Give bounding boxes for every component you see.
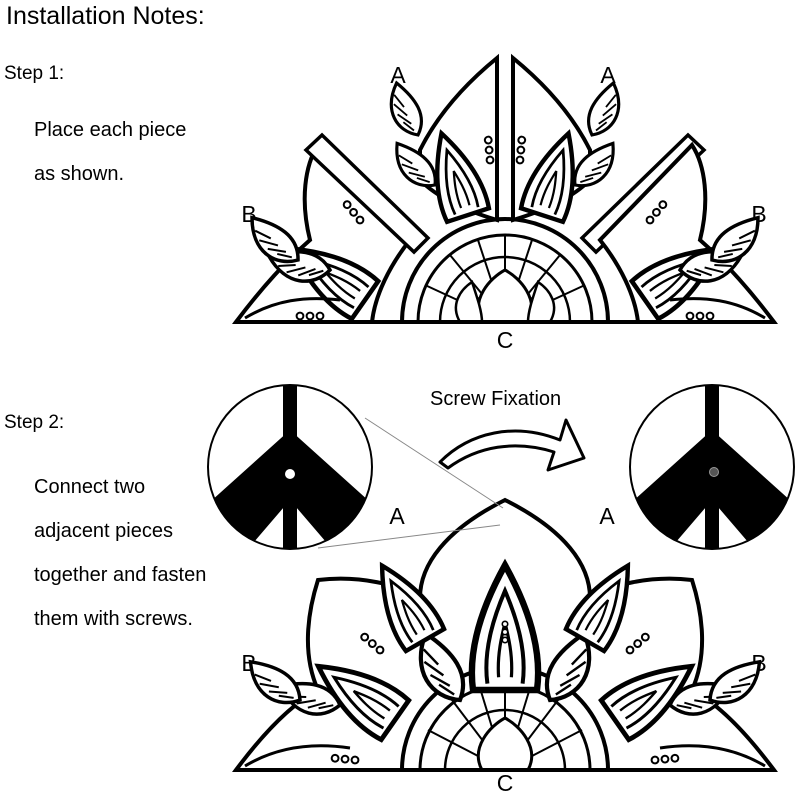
mandala-step2 [232, 497, 778, 772]
label-piece-a-left-step1: A [390, 62, 406, 88]
piece-a-left-step1 [383, 53, 499, 222]
label-piece-c-step2: C [496, 770, 514, 796]
page-title: Installation Notes: [6, 2, 205, 30]
zoom-before-screw [207, 384, 373, 550]
step2-line: Connect two [34, 476, 146, 498]
label-piece-a-right-step2: A [599, 503, 615, 529]
screw-hole-icon [285, 469, 295, 479]
step1-line: Place each piece [34, 119, 187, 141]
piece-a-right-step1 [511, 53, 627, 222]
step2-line: adjacent pieces [34, 520, 173, 542]
screw-fixation-label: Screw Fixation [430, 388, 562, 410]
label-piece-c-step1: C [496, 327, 514, 353]
curved-arrow-icon [438, 418, 586, 472]
step1-heading: Step 1: [4, 63, 65, 84]
step2-description: Connect two adjacent pieces together and… [34, 465, 206, 641]
screw-icon [709, 467, 719, 477]
zoom-after-screw [629, 384, 795, 550]
piece-b-right-step1 [597, 141, 779, 324]
step1-description: Place each piece as shown. [34, 108, 186, 196]
label-piece-a-right-step1: A [600, 62, 616, 88]
step2-line: them with screws. [34, 608, 193, 630]
step2-line: together and fasten [34, 564, 207, 586]
step1-line: as shown. [34, 163, 125, 185]
mandala-step1 [231, 53, 779, 324]
label-piece-a-left-step2: A [389, 503, 405, 529]
piece-c-step1 [399, 217, 611, 324]
step2-heading: Step 2: [4, 412, 65, 433]
piece-b-left-step1 [231, 141, 413, 324]
